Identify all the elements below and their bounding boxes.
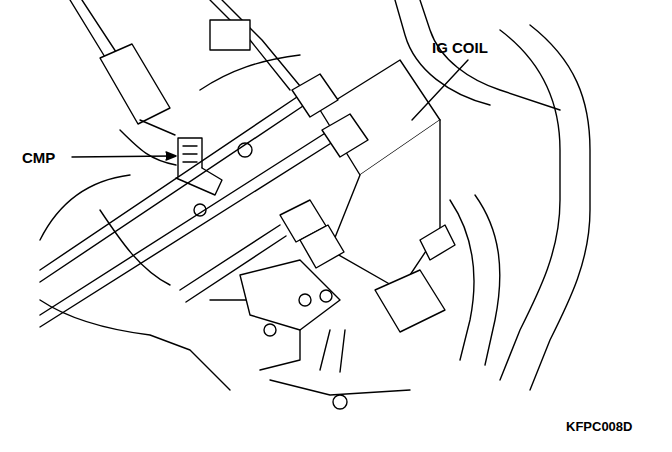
hose xyxy=(475,195,500,365)
leader-line xyxy=(412,60,468,120)
hv-lead xyxy=(210,0,300,90)
connector-lock xyxy=(140,120,175,135)
leader-arrow xyxy=(166,152,176,160)
clip xyxy=(420,225,455,260)
coil-body xyxy=(330,120,440,290)
coil-tower xyxy=(292,74,338,117)
sensor-body xyxy=(176,168,222,195)
part-label: IG COIL xyxy=(432,40,488,55)
bolt xyxy=(320,290,332,302)
wire-connector xyxy=(100,44,170,124)
bolt xyxy=(299,294,311,306)
figure-code: KFPC008D xyxy=(566,420,632,433)
wire-harness xyxy=(70,0,176,165)
hose xyxy=(450,200,474,360)
casting-edge xyxy=(270,380,410,395)
hose xyxy=(500,30,560,380)
leader-lines xyxy=(72,60,468,160)
part-label: CMP xyxy=(22,150,55,165)
engine-outline xyxy=(40,0,590,395)
coil-tower xyxy=(300,225,344,268)
ignition-coil xyxy=(240,60,455,409)
pipe xyxy=(320,330,345,372)
coil-tower xyxy=(322,114,368,157)
spark-plug-boot xyxy=(210,20,250,50)
coil-bracket xyxy=(240,260,340,330)
sensor-pins xyxy=(183,146,197,162)
casting-edge xyxy=(40,300,230,390)
bolt xyxy=(264,324,276,336)
casting-edge xyxy=(100,210,170,285)
hose xyxy=(420,0,560,110)
leader-line xyxy=(72,156,174,157)
harness-wire xyxy=(120,130,176,165)
coil-connector xyxy=(375,270,445,332)
bolt xyxy=(333,395,347,409)
hv-lead xyxy=(40,95,306,282)
hose xyxy=(530,25,590,390)
